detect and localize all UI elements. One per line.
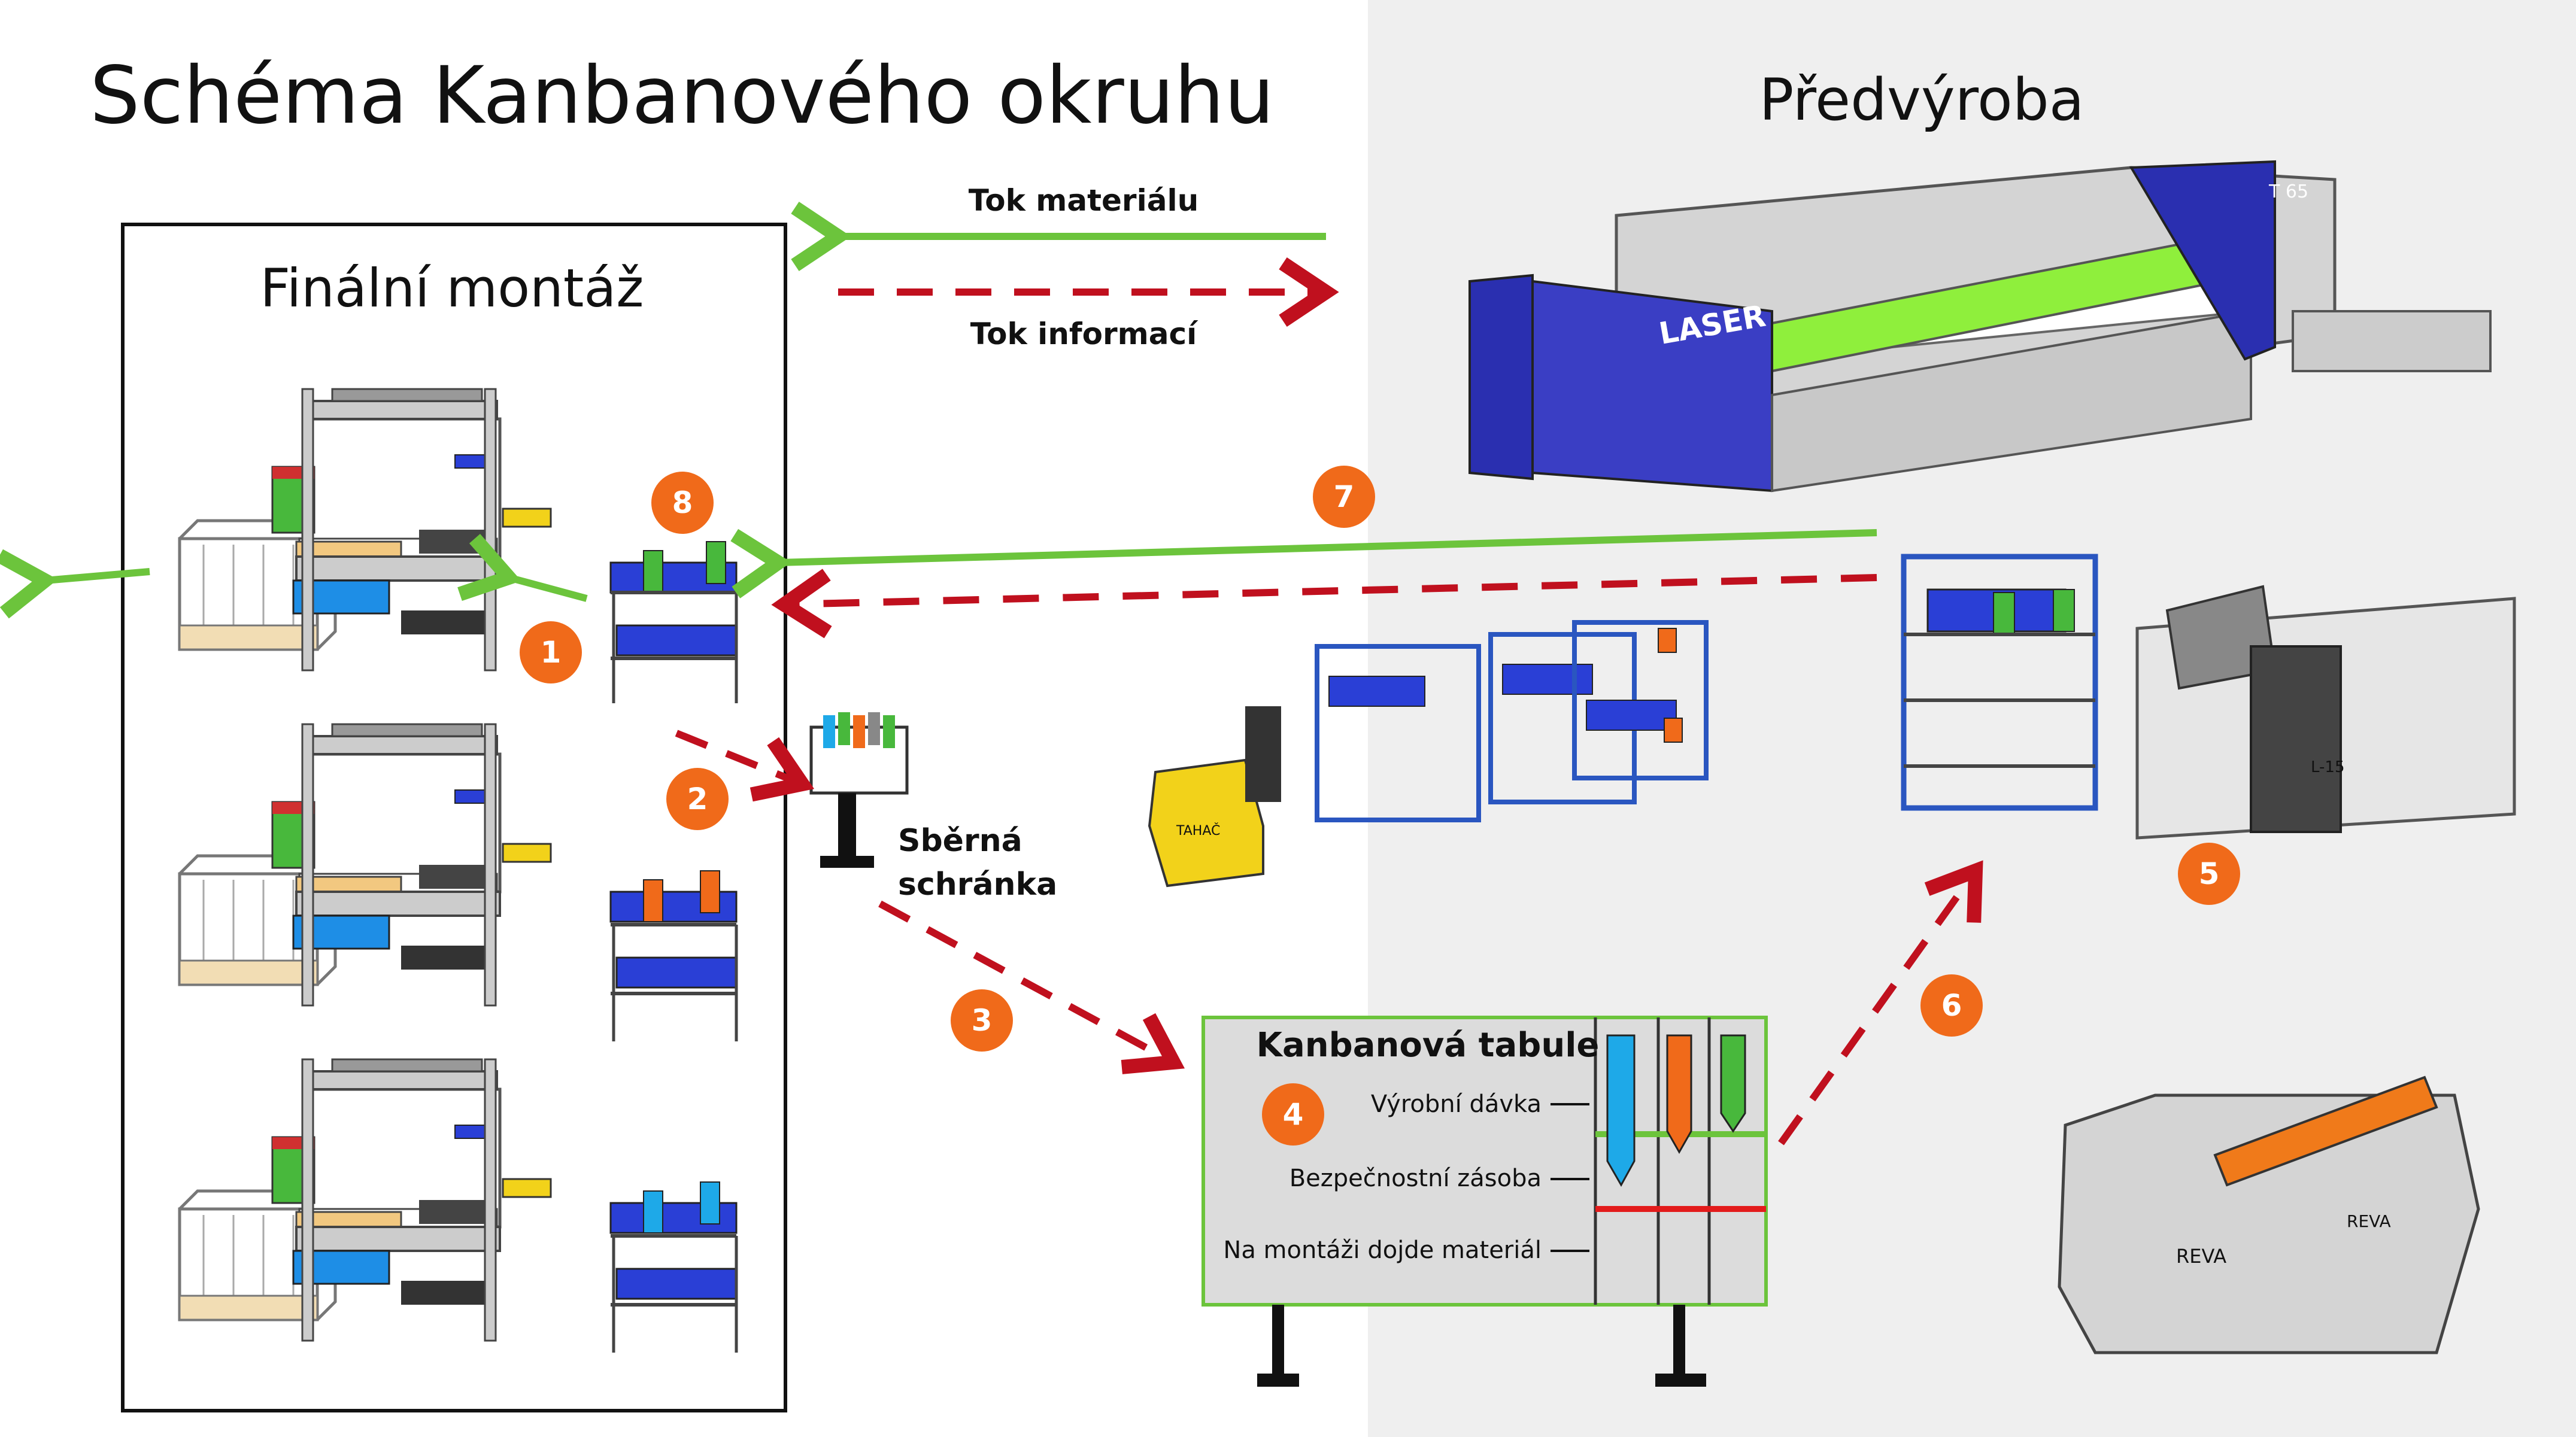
step-badge-circle <box>2178 843 2240 905</box>
molding-model-label: L-15 <box>2311 758 2345 776</box>
step-badge-circle <box>951 989 1013 1052</box>
replenish-arrow <box>457 534 588 602</box>
workstation <box>180 724 551 1005</box>
reva-label-2: REVA <box>2347 1211 2391 1231</box>
material-arrow-to-assembly <box>730 528 1877 599</box>
page-title: Schéma Kanbanového okruhu <box>90 50 1275 142</box>
workstation <box>180 1059 551 1341</box>
step-badge-label: 8 <box>672 485 693 520</box>
step-badge-circle <box>520 621 582 683</box>
step-badge-label: 7 <box>1334 479 1355 514</box>
step-badge-8: 8 <box>651 472 714 534</box>
collection-box-label-line2: schránka <box>898 867 1057 903</box>
collection-box <box>809 712 909 868</box>
step-badge-1: 1 <box>520 621 582 683</box>
step-badge-circle <box>666 768 729 830</box>
final-assembly-title: Finální montáž <box>260 257 644 319</box>
legend-information-flow-label: Tok informací <box>970 317 1199 351</box>
molding-machine: L-15 <box>2135 585 2516 840</box>
kanban-row-empty: Na montáži dojde materiál <box>1223 1237 1542 1264</box>
step-badge-circle <box>1262 1083 1324 1146</box>
step-badge-label: 3 <box>972 1003 993 1038</box>
supply-cart <box>609 1181 738 1353</box>
tractor-label: TAHAČ <box>1176 823 1220 838</box>
tractor-train: TAHAČ <box>1148 620 1709 888</box>
final-assembly-frame <box>121 223 787 1412</box>
info-arrow-to-cart <box>1778 860 1983 1146</box>
output-arrow <box>0 549 150 619</box>
step-badge-3: 3 <box>951 989 1013 1052</box>
kanban-row-batch: Výrobní dávka <box>1371 1090 1542 1118</box>
step-badge-label: 1 <box>541 635 562 670</box>
info-arrow-to-board <box>878 900 1185 1074</box>
step-badge-2: 2 <box>666 768 729 830</box>
step-badge-6: 6 <box>1920 974 1983 1037</box>
laser-machine: LASER T 65 <box>1468 160 2492 493</box>
transport-cart <box>1901 554 2098 811</box>
step-badge-5: 5 <box>2178 843 2240 905</box>
step-badge-label: 4 <box>1283 1097 1304 1132</box>
reva-label-1: REVA <box>2176 1245 2226 1268</box>
supply-cart <box>609 870 738 1041</box>
workstation <box>178 388 552 672</box>
laser-model-label: T 65 <box>2268 181 2308 202</box>
step-badge-7: 7 <box>1313 466 1375 528</box>
legend: Tok materiálu Tok informací <box>791 183 1339 351</box>
step-badge-circle <box>1920 974 1983 1037</box>
legend-material-flow-label: Tok materiálu <box>969 183 1199 218</box>
kanban-row-safety: Bezpečnostní zásoba <box>1289 1165 1542 1192</box>
step-badge-4: 4 <box>1262 1083 1324 1146</box>
step-badge-circle <box>1313 466 1375 528</box>
collection-box-label-line1: Sběrná <box>898 823 1022 859</box>
step-badge-label: 6 <box>1941 988 1962 1023</box>
reva-machine: REVA REVA <box>2058 1076 2480 1354</box>
step-badge-label: 2 <box>687 782 708 816</box>
pre-production-title: Předvýroba <box>1759 66 2084 133</box>
kanban-board-title: Kanbanová tabule <box>1257 1026 1600 1065</box>
step-badge-label: 5 <box>2199 856 2220 891</box>
info-arrow-to-box <box>675 730 815 802</box>
supply-cart <box>609 541 738 703</box>
kanban-board <box>1201 1016 1768 1387</box>
info-arrow-to-assembly <box>771 569 1877 639</box>
step-badge-circle <box>651 472 714 534</box>
